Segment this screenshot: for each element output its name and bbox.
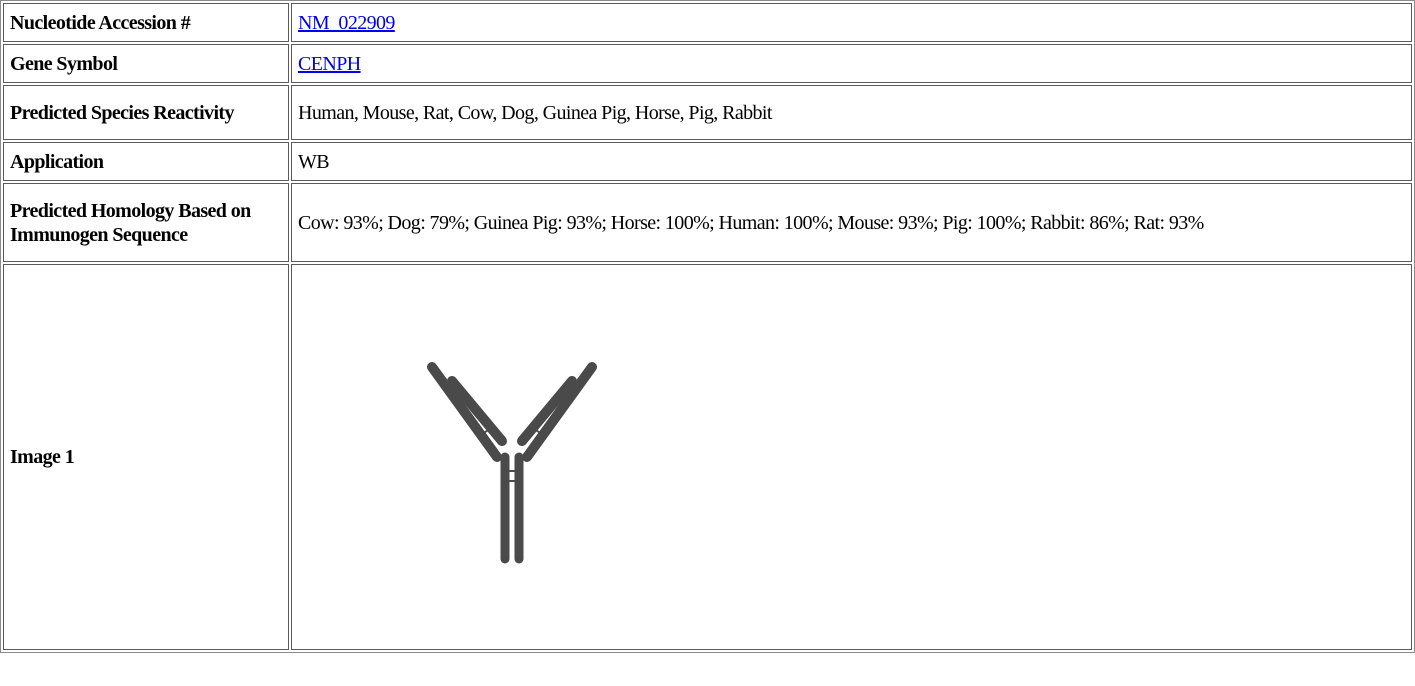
spec-value-cell: CENPH: [291, 44, 1412, 83]
accession-link[interactable]: NM_022909: [298, 11, 395, 34]
spec-row-accession: Nucleotide Accession # NM_022909: [3, 3, 1412, 42]
spec-row-image: Image 1: [3, 264, 1412, 650]
spec-image-cell: [291, 264, 1412, 650]
spec-row-species-reactivity: Predicted Species Reactivity Human, Mous…: [3, 85, 1412, 140]
spec-value-cell: NM_022909: [291, 3, 1412, 42]
image-container: [298, 267, 1405, 647]
spec-row-homology: Predicted Homology Based on Immunogen Se…: [3, 183, 1412, 262]
spec-row-gene-symbol: Gene Symbol CENPH: [3, 44, 1412, 83]
spec-label: Gene Symbol: [3, 44, 289, 83]
spec-value: Cow: 93%; Dog: 79%; Guinea Pig: 93%; Hor…: [291, 183, 1412, 262]
product-spec-table: Nucleotide Accession # NM_022909 Gene Sy…: [0, 0, 1415, 653]
spec-row-application: Application WB: [3, 142, 1412, 181]
spec-value: WB: [291, 142, 1412, 181]
spec-label: Predicted Homology Based on Immunogen Se…: [3, 183, 289, 262]
antibody-icon: [427, 362, 597, 564]
gene-symbol-link[interactable]: CENPH: [298, 52, 361, 75]
spec-label: Application: [3, 142, 289, 181]
spec-label: Nucleotide Accession #: [3, 3, 289, 42]
spec-label: Predicted Species Reactivity: [3, 85, 289, 140]
spec-value: Human, Mouse, Rat, Cow, Dog, Guinea Pig,…: [291, 85, 1412, 140]
spec-label: Image 1: [3, 264, 289, 650]
